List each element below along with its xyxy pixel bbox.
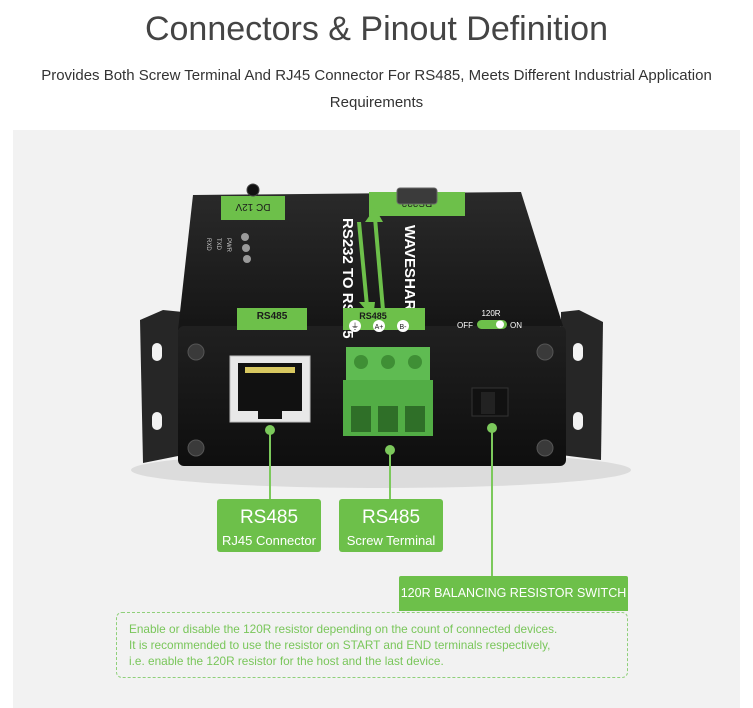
- power-label-plate: [221, 196, 285, 220]
- screw-terminal-block: [343, 347, 433, 436]
- page-subtitle: Provides Both Screw Terminal And RJ45 Co…: [41, 67, 712, 111]
- rj45-callout-subtitle: RJ45 Connector: [222, 533, 316, 548]
- terminal-pin-a: A+: [375, 324, 384, 331]
- switch-note-line: Enable or disable the 120R resistor depe…: [129, 622, 558, 636]
- switch-off-label: OFF: [457, 321, 473, 330]
- status-leds: [241, 233, 251, 263]
- rj45-label-plate: [237, 308, 307, 330]
- led-label-rxd: RXD: [205, 238, 211, 251]
- terminal-pin-gnd: ⏚: [351, 322, 359, 331]
- switch-note-line: i.e. enable the 120R resistor for the ho…: [129, 654, 444, 668]
- switch-title-label: 120R: [481, 309, 500, 318]
- switch-note-line: It is recommended to use the resistor on…: [129, 638, 551, 652]
- rj45-connector-callout: RS485 RJ45 Connector: [217, 499, 321, 552]
- led-label-txd: TXD: [215, 238, 221, 251]
- device-illustration: DC 12V PWR TXD RXD RS232 RS232 TO RS485 …: [131, 183, 631, 577]
- switch-callout-title: 120R BALANCING RESISTOR SWITCH: [399, 576, 628, 611]
- right-mounting-flange: [561, 310, 603, 460]
- left-mounting-flange: [140, 310, 183, 463]
- screw-terminal-callout: RS485 Screw Terminal: [339, 499, 443, 552]
- product-panel: DC 12V PWR TXD RXD RS232 RS232 TO RS485 …: [13, 130, 740, 708]
- screw-callout-subtitle: Screw Terminal: [346, 533, 436, 548]
- switch-indicator-knob: [496, 320, 504, 329]
- db9-port: [396, 187, 438, 205]
- rj45-plate-text: RS485: [257, 311, 288, 322]
- rj45-port: [229, 355, 311, 423]
- front-screws: [187, 343, 554, 457]
- device-top-face: [178, 192, 563, 330]
- brand-logo-text: WAVESHARE: [401, 225, 418, 321]
- led-label-pwr: PWR: [225, 238, 231, 253]
- terminal-plate-text: RS485: [359, 311, 387, 321]
- power-jack: [246, 183, 260, 197]
- switch-on-label: ON: [510, 321, 522, 330]
- switch-callout-description: Enable or disable the 120R resistor depe…: [116, 612, 628, 678]
- page-title: Connectors & Pinout Definition: [144, 10, 609, 48]
- terminal-pin-b: B-: [400, 324, 408, 331]
- rj45-callout-title: RS485: [239, 507, 299, 528]
- resistor-switch: [471, 387, 509, 417]
- screw-callout-title: RS485: [361, 507, 421, 528]
- power-label-text: DC 12V: [235, 201, 270, 212]
- terminal-pin-badges: [349, 320, 409, 332]
- callout-leader-lines: [265, 423, 497, 577]
